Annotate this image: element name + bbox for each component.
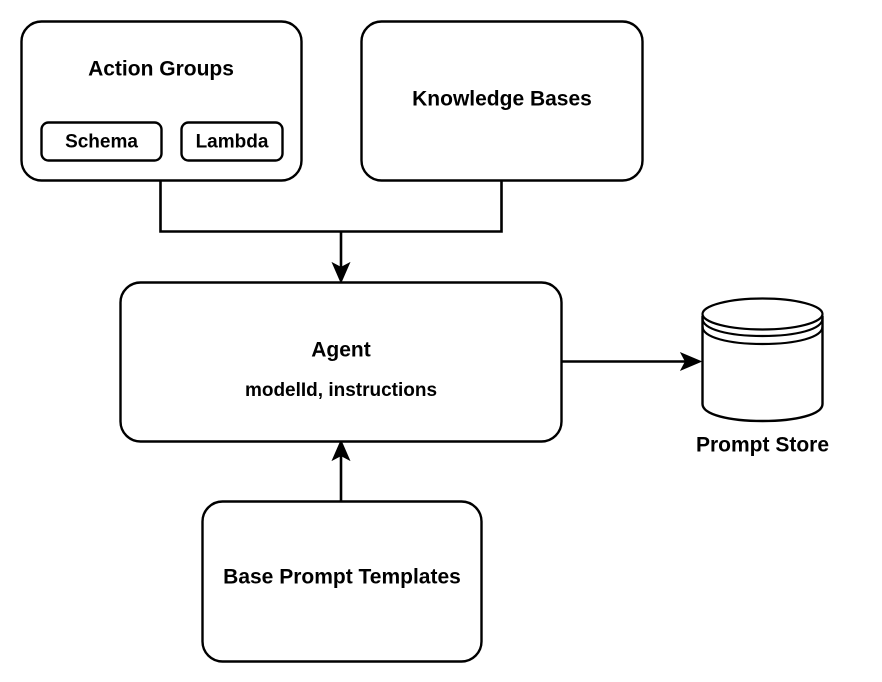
connector-merge-to-agent (331, 231, 351, 284)
schema-box[interactable] (40, 121, 163, 162)
prompt-store-label: Prompt Store (696, 434, 829, 457)
node-knowledge-bases[interactable]: Knowledge Bases (360, 20, 644, 182)
agent-label-primary: Agent (311, 339, 371, 362)
prompt-store-lip-upper (701, 318, 824, 338)
knowledge-bases-box[interactable] (360, 20, 644, 182)
node-action-groups[interactable]: Action Groups Schema Lambda (20, 20, 303, 182)
node-base-prompt-templates[interactable]: Base Prompt Templates (201, 500, 483, 663)
agent-box[interactable] (119, 281, 563, 443)
lambda-box[interactable] (180, 121, 284, 162)
node-prompt-store[interactable]: Prompt Store (696, 297, 829, 457)
connector-base-prompt-templates-to-agent (331, 439, 351, 501)
knowledge-bases-label: Knowledge Bases (412, 88, 592, 111)
prompt-store-lip-lower (701, 326, 824, 346)
node-agent[interactable]: Agent modelId, instructions (119, 281, 563, 443)
arrow-head-right (679, 351, 703, 372)
connector-knowledge-bases-to-agent (341, 181, 503, 233)
action-groups-label: Action Groups (88, 58, 234, 81)
node-action-groups-lambda[interactable]: Lambda (180, 121, 284, 162)
base-prompt-templates-label: Base Prompt Templates (223, 566, 461, 589)
schema-label: Schema (65, 132, 138, 153)
connector-action-groups-to-agent (159, 181, 341, 233)
lambda-label: Lambda (196, 132, 269, 153)
arrow-head-down (331, 261, 351, 284)
connector-agent-to-prompt-store (562, 351, 703, 372)
agent-label-secondary: modelId, instructions (245, 380, 437, 401)
arrow-head-up (331, 439, 351, 462)
prompt-store-cylinder-top (701, 297, 824, 331)
base-prompt-templates-box[interactable] (201, 500, 483, 663)
node-action-groups-schema[interactable]: Schema (40, 121, 163, 162)
